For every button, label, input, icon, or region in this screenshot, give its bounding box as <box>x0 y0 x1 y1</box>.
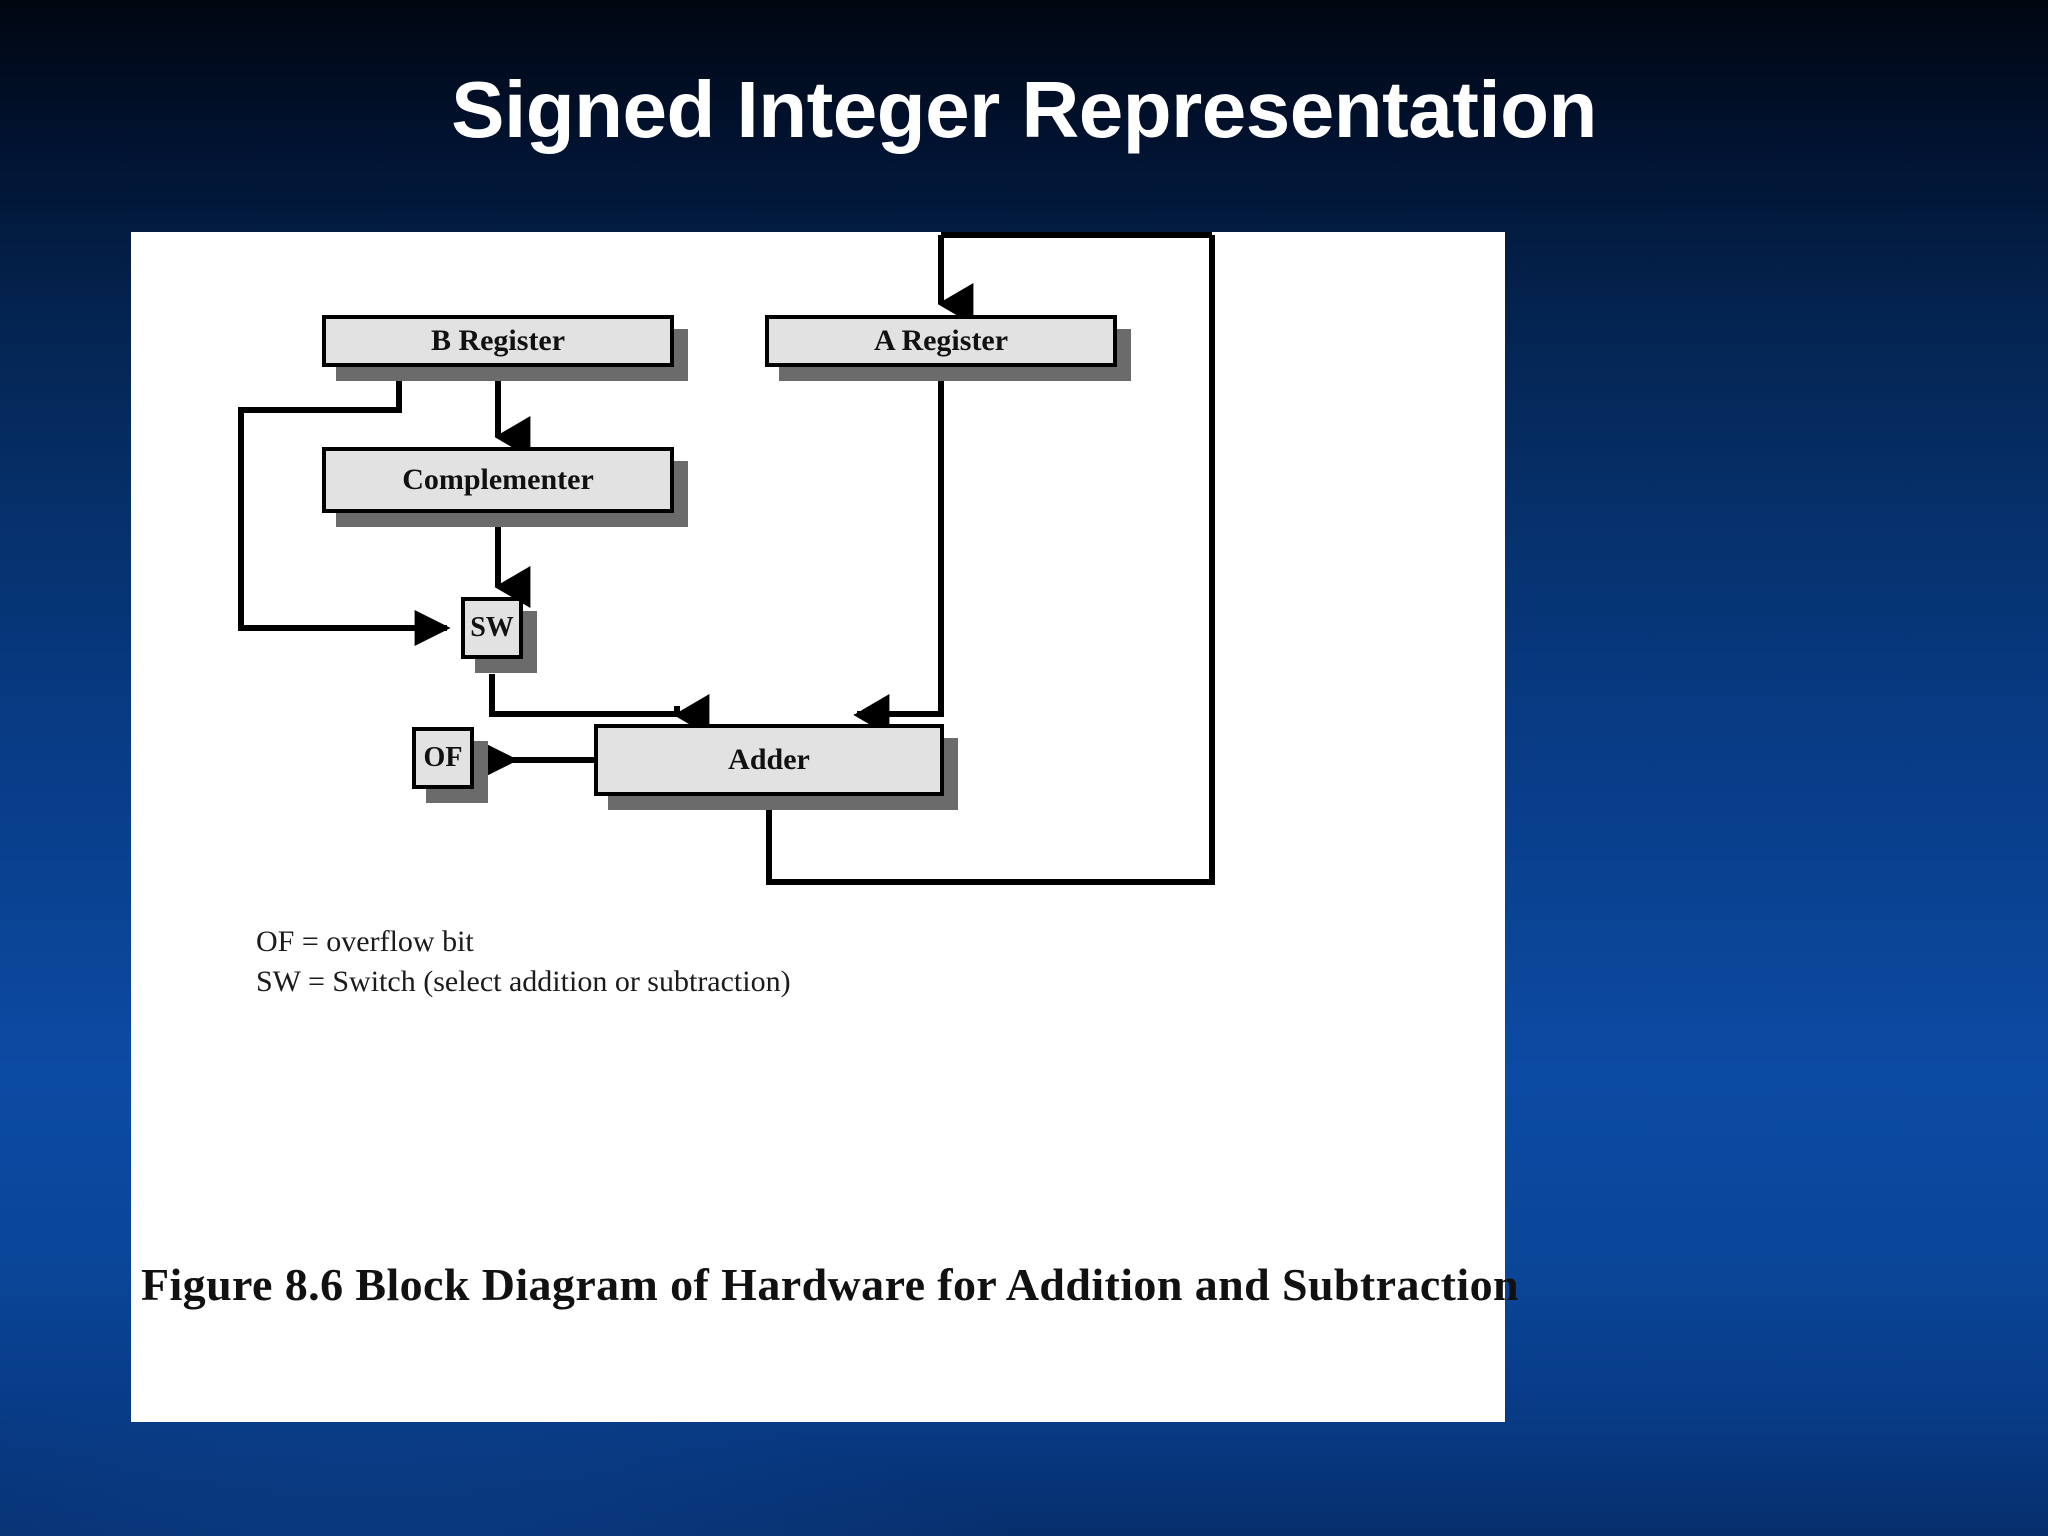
block-diagram-connectors <box>238 232 1215 885</box>
figure-legend: OF = overflow bit SW = Switch (select ad… <box>256 922 791 1001</box>
figure-caption: Figure 8.6 Block Diagram of Hardware for… <box>141 1259 1519 1310</box>
legend-line-sw: SW = Switch (select addition or subtract… <box>256 964 791 998</box>
legend-line-of: OF = overflow bit <box>256 925 474 958</box>
block-a-register: A Register <box>765 315 1117 367</box>
block-adder: Adder <box>594 724 944 796</box>
figure-panel: B Register A Register Complementer SW Ad… <box>131 232 1505 1123</box>
block-b-register: B Register <box>322 315 674 367</box>
page-title: Signed Integer Representation <box>451 65 1597 154</box>
figure-caption-panel: Figure 8.6 Block Diagram of Hardware for… <box>131 1123 1519 1422</box>
block-of-overflow: OF <box>412 727 474 789</box>
block-sw-switch: SW <box>461 597 523 659</box>
block-complementer: Complementer <box>322 447 674 513</box>
